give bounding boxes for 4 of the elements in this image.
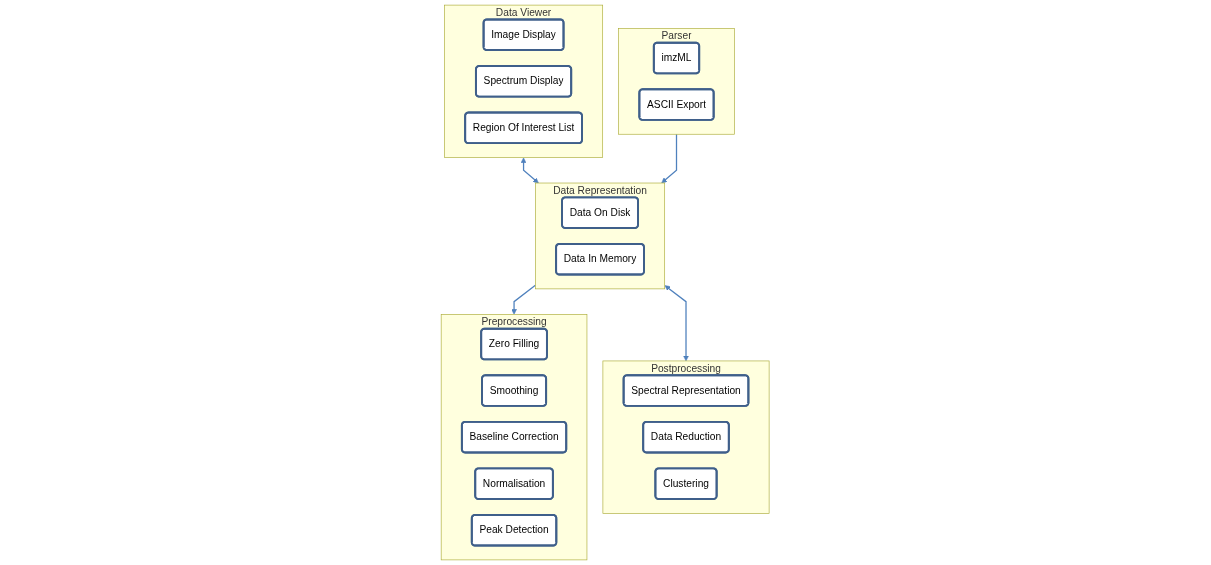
arrow (511, 284, 537, 315)
arrow (665, 285, 690, 362)
arrow (661, 133, 678, 184)
arrow (521, 157, 540, 184)
